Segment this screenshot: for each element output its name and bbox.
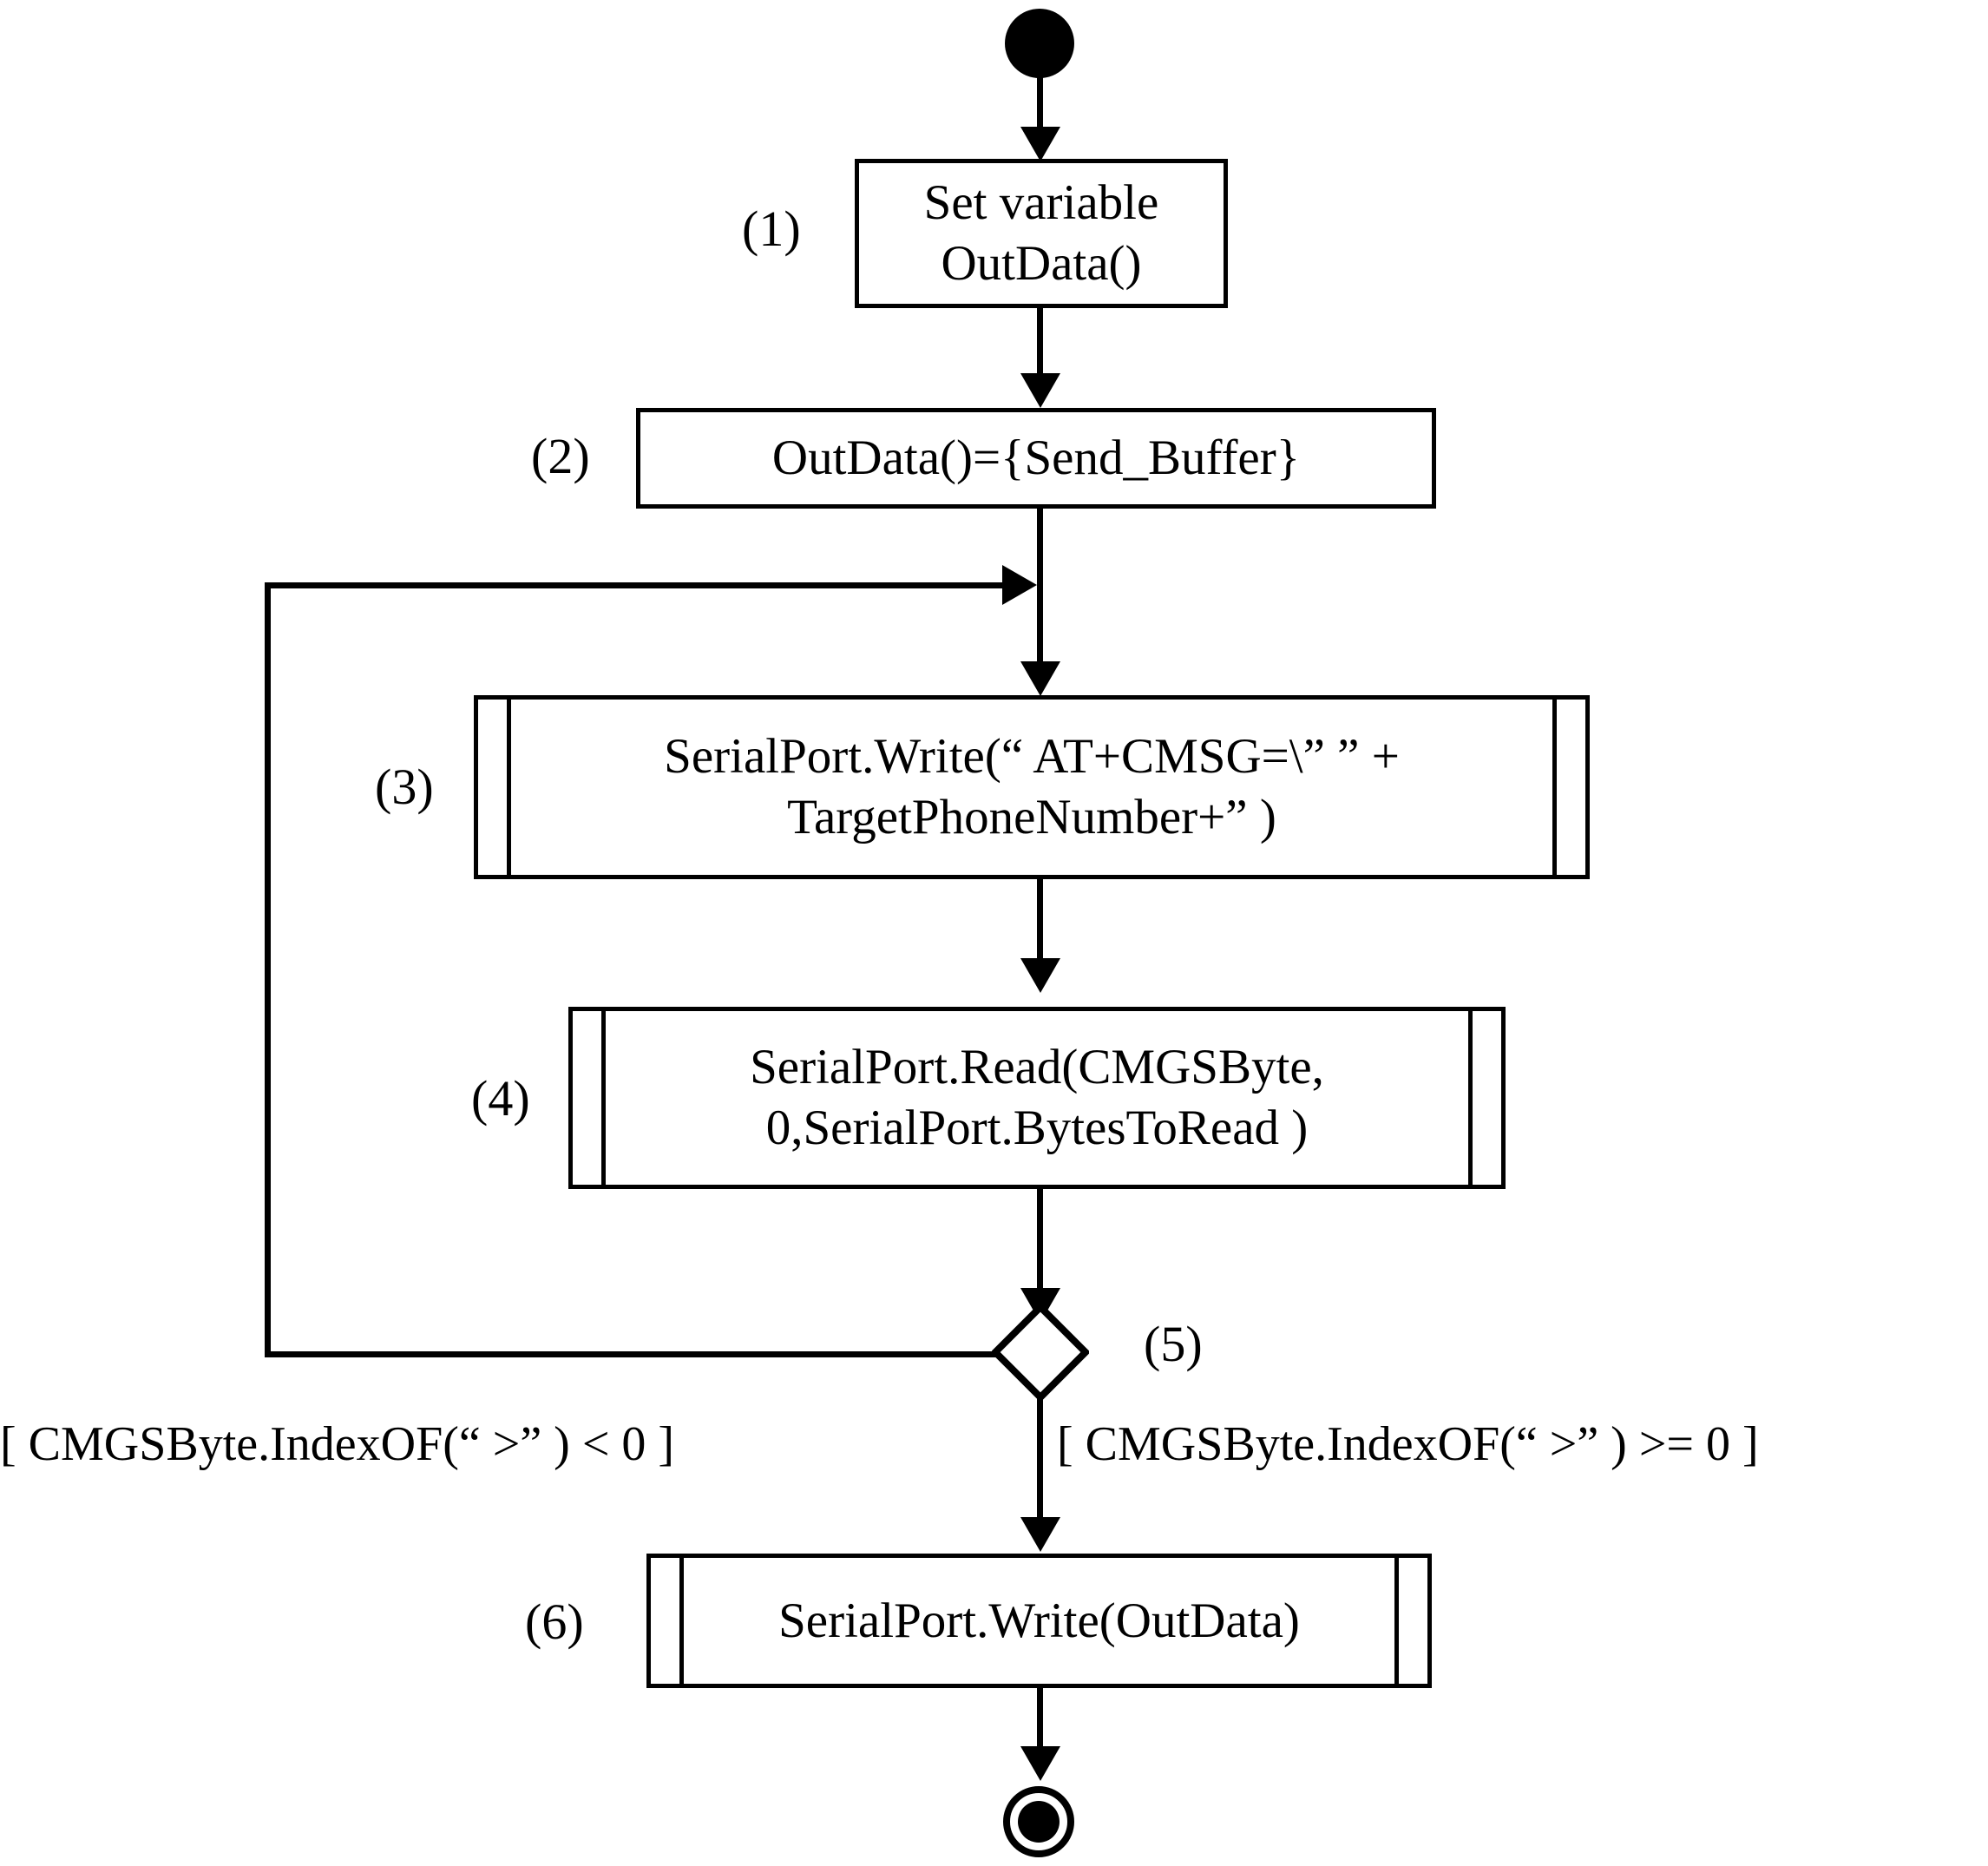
step-label-4: (4) (471, 1070, 530, 1127)
action-node-set-variable-text: Set variable OutData() (923, 175, 1159, 291)
arrowhead-n5-to-n6 (1020, 1517, 1060, 1552)
action-node-set-variable[interactable]: Set variable OutData() (855, 159, 1228, 308)
step-label-3: (3) (375, 759, 434, 815)
arrowhead-loopback-to-merge (1002, 565, 1037, 605)
arrowhead-start-to-n1 (1020, 127, 1060, 161)
edge-n2-to-merge (1037, 509, 1043, 588)
action-node-serialport-read-text: SerialPort.Read(CMGSByte, 0,SerialPort.B… (750, 1040, 1324, 1155)
action-node-outdata-assign[interactable]: OutData()={Send_Buffer} (636, 408, 1436, 509)
edge-merge-to-n3 (1037, 588, 1043, 665)
arrowhead-n1-to-n2 (1020, 373, 1060, 408)
action-node-serialport-read[interactable]: SerialPort.Read(CMGSByte, 0,SerialPort.B… (568, 1007, 1506, 1189)
arrowhead-merge-to-n3 (1020, 661, 1060, 696)
final-node-core (1018, 1801, 1060, 1843)
step-label-6: (6) (525, 1593, 584, 1650)
decision-node-cmgsbyte-indexof[interactable] (992, 1304, 1089, 1401)
action-node-outdata-assign-text: OutData()={Send_Buffer} (771, 430, 1301, 486)
loopback-bottom-segment (265, 1351, 998, 1357)
edge-start-to-n1 (1037, 76, 1043, 130)
step-label-5: (5) (1144, 1316, 1203, 1372)
initial-node (1005, 9, 1074, 78)
action-node-serialport-write-outdata[interactable]: SerialPort.Write(OutData) (646, 1554, 1432, 1688)
loopback-top-segment (265, 582, 1002, 588)
edge-n6-to-end (1037, 1688, 1043, 1753)
edge-n1-to-n2 (1037, 308, 1043, 378)
action-node-serialport-write-at-cmsg-text: SerialPort.Write(“ AT+CMSG=\” ” + Target… (664, 729, 1400, 844)
arrowhead-n3-to-n4 (1020, 958, 1060, 993)
final-node (1003, 1786, 1074, 1857)
action-node-serialport-write-at-cmsg[interactable]: SerialPort.Write(“ AT+CMSG=\” ” + Target… (474, 695, 1590, 879)
edge-n4-to-n5 (1037, 1189, 1043, 1298)
step-label-1: (1) (742, 200, 801, 257)
guard-label-right: [ CMGSByte.IndexOF(“ >” ) >= 0 ] (1057, 1417, 1759, 1471)
arrowhead-n6-to-end (1020, 1746, 1060, 1781)
edge-n3-to-n4 (1037, 879, 1043, 962)
guard-label-left: [ CMGSByte.IndexOF(“ >” ) < 0 ] (0, 1417, 675, 1471)
decision-diamond-shape (992, 1304, 1089, 1401)
edge-n5-to-n6 (1037, 1397, 1043, 1523)
step-label-2: (2) (531, 428, 590, 484)
loopback-left-segment (265, 582, 271, 1357)
action-node-serialport-write-outdata-text: SerialPort.Write(OutData) (778, 1593, 1300, 1648)
